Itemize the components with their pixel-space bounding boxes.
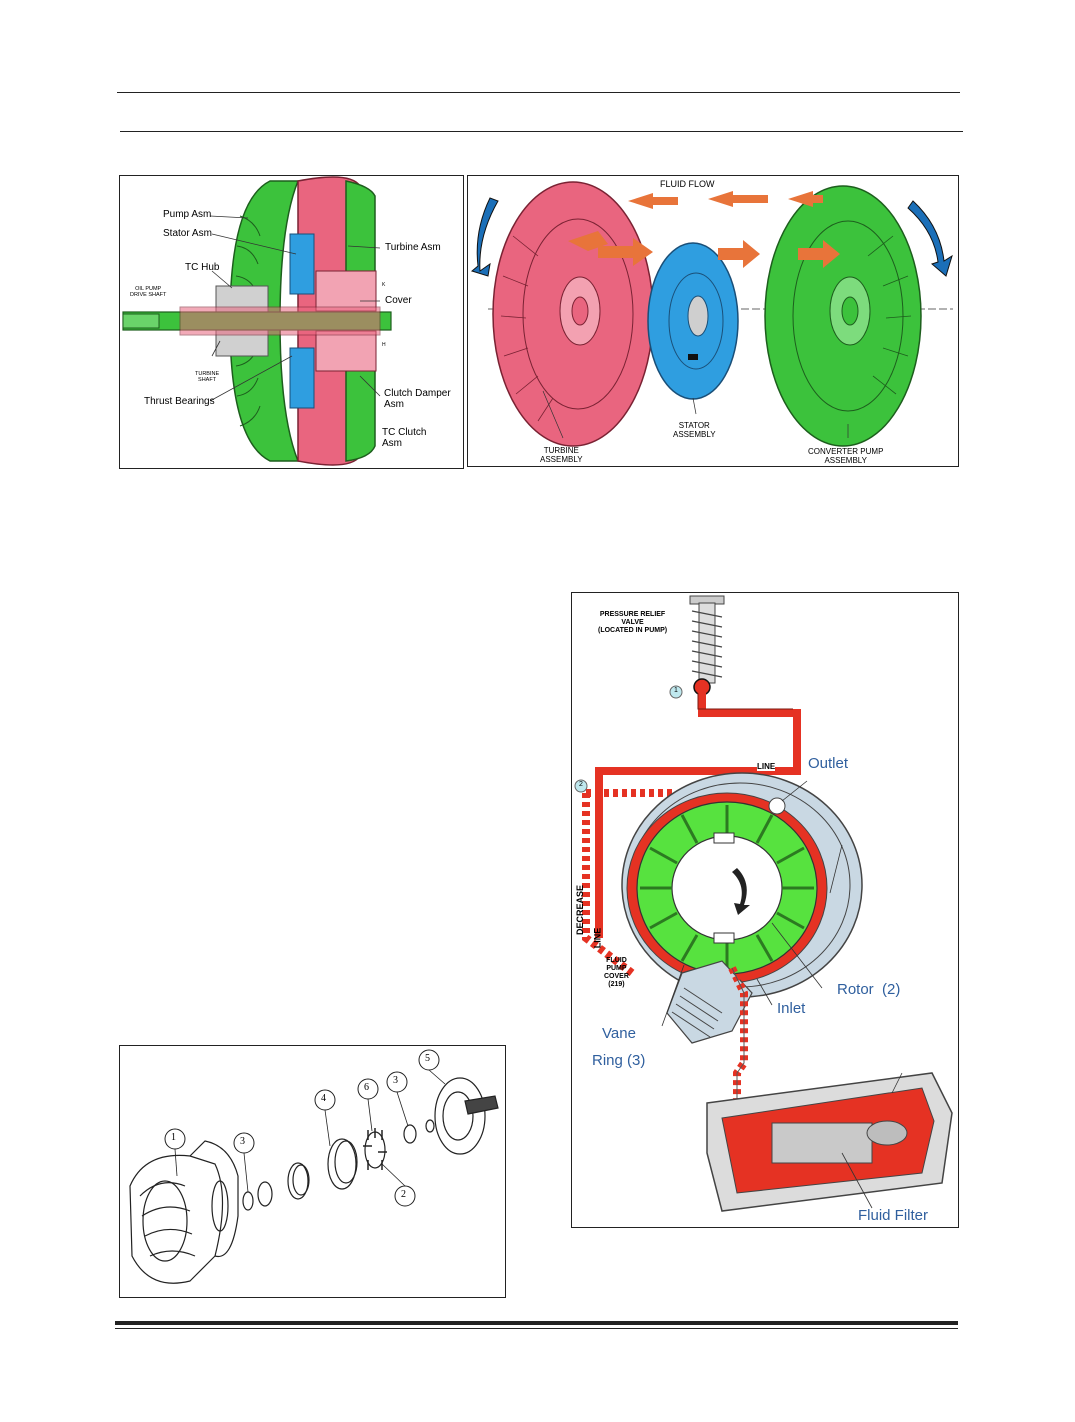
label-inlet: Inlet — [777, 1000, 806, 1017]
label-oil-pump-drive-shaft: OIL PUMP DRIVE SHAFT — [130, 286, 167, 298]
label-line-top: LINE — [757, 762, 776, 771]
label-turbine-assembly: TURBINE ASSEMBLY — [540, 446, 583, 464]
label-converter-pump-assembly: CONVERTER PUMP ASSEMBLY — [808, 447, 884, 465]
torque-converter-fluid-flow: FLUID FLOW TURBINE ASSEMBLY STATOR ASSEM… — [467, 175, 959, 467]
callout-case-1: 1 — [171, 1132, 176, 1143]
fluid-flow-drawing — [470, 181, 953, 447]
header-rule-top — [117, 92, 960, 93]
label-turbine-asm: Turbine Asm — [385, 242, 441, 253]
label-thrust-bearings: Thrust Bearings — [144, 396, 215, 407]
label-fluid-flow: FLUID FLOW — [660, 179, 715, 189]
callout-2: 2 — [579, 781, 583, 788]
header-rule-bottom — [120, 131, 963, 132]
torque-converter-cross-section: Pump Asm Stator Asm TC Hub OIL PUMP DRIV… — [119, 175, 464, 469]
label-line-side: LINE — [592, 927, 603, 949]
label-stator-asm: Stator Asm — [163, 228, 212, 239]
callout-washer-3a: 3 — [240, 1136, 245, 1147]
callout-ring-4: 4 — [321, 1093, 326, 1104]
fluid-pump-drawing — [574, 595, 953, 1212]
pump-exploded-view: 1 3 4 6 3 5 2 — [119, 1045, 506, 1298]
label-decrease: DECREASE — [575, 884, 586, 936]
label-stator-assembly: STATOR ASSEMBLY — [673, 421, 716, 439]
callout-vanes-6: 6 — [364, 1082, 369, 1093]
footer-rule-thin — [115, 1328, 958, 1329]
label-tc-clutch-asm: TC Clutch Asm — [382, 427, 427, 449]
label-rotor: Rotor (2) — [837, 981, 901, 998]
callout-housing-5: 5 — [425, 1053, 430, 1064]
label-pump-asm: Pump Asm — [163, 209, 212, 220]
label-ring: Ring (3) — [592, 1052, 646, 1069]
exploded-drawing — [129, 1049, 499, 1284]
label-clutch-damper-asm: Clutch Damper Asm — [384, 388, 451, 410]
label-k: K — [382, 282, 386, 288]
label-turbine-shaft: TURBINE SHAFT — [195, 371, 220, 383]
label-vane: Vane — [602, 1025, 636, 1042]
cross-section-drawing — [122, 176, 392, 466]
label-tc-hub: TC Hub — [185, 262, 220, 273]
callout-1: 1 — [674, 687, 678, 694]
callout-rotor-2: 2 — [401, 1189, 406, 1200]
fluid-pump-diagram: PRESSURE RELIEF VALVE (LOCATED IN PUMP) … — [571, 592, 959, 1228]
label-h: H — [382, 342, 386, 348]
label-pressure-relief-valve: PRESSURE RELIEF VALVE (LOCATED IN PUMP) — [598, 611, 668, 634]
label-outlet: Outlet — [808, 755, 849, 772]
footer-rule-thick — [115, 1321, 958, 1325]
label-fluid-pump-cover: FLUID PUMP COVER (219) — [604, 957, 629, 988]
callout-washer-3b: 3 — [393, 1075, 398, 1086]
label-fluid-filter: Fluid Filter — [858, 1207, 929, 1224]
label-cover: Cover — [385, 295, 412, 306]
